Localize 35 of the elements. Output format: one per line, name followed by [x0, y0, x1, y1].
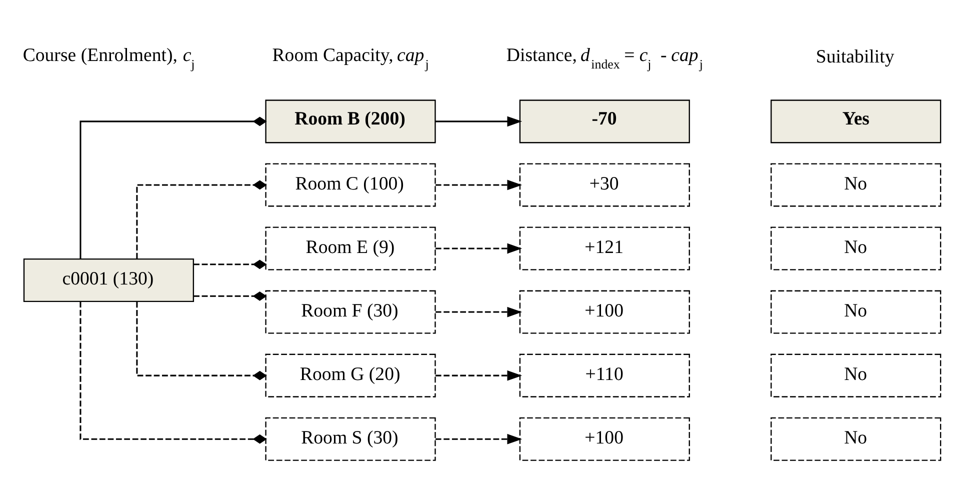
label: Course (Enrolment), c$_{j}$: [22, 45, 195, 72]
node-box: No: [770, 354, 942, 398]
label: Suitability: [816, 46, 894, 68]
node-box: +100: [519, 417, 690, 461]
node-box: Room S (30): [265, 417, 436, 461]
node-box: +30: [519, 163, 690, 207]
node-box: +110: [519, 354, 690, 398]
label: Distance, d$_{index}$ = c$_{j}$ - cap$_{j}$: [506, 45, 703, 72]
node-box: Room G (20): [265, 354, 436, 398]
node-box: No: [770, 417, 942, 461]
node-box: No: [770, 290, 942, 334]
node-box: Yes: [770, 100, 942, 144]
arrow: [436, 243, 522, 254]
label: Room Capacity, cap$_{j}$: [272, 45, 429, 72]
node-box: +100: [519, 290, 690, 334]
connector: [194, 291, 267, 301]
connector: [136, 302, 267, 380]
arrow: [436, 434, 522, 444]
node-box: Room F (30): [265, 290, 436, 334]
arrow: [436, 116, 522, 127]
connector: [80, 302, 267, 444]
connector: [80, 116, 267, 259]
arrow: [436, 180, 522, 190]
node-box: +121: [519, 226, 690, 270]
arrow: [436, 306, 522, 318]
node-box: -70: [519, 100, 690, 144]
arrow: [436, 370, 522, 381]
node-box: Room C (100): [265, 163, 436, 207]
node-box: Room E (9): [265, 226, 436, 270]
node-box: No: [770, 163, 942, 207]
connector: [194, 260, 267, 270]
connector: [136, 180, 267, 259]
node-box: No: [770, 226, 942, 270]
node-box: c0001 (130): [23, 258, 194, 302]
node-box: Room B (200): [265, 100, 436, 144]
